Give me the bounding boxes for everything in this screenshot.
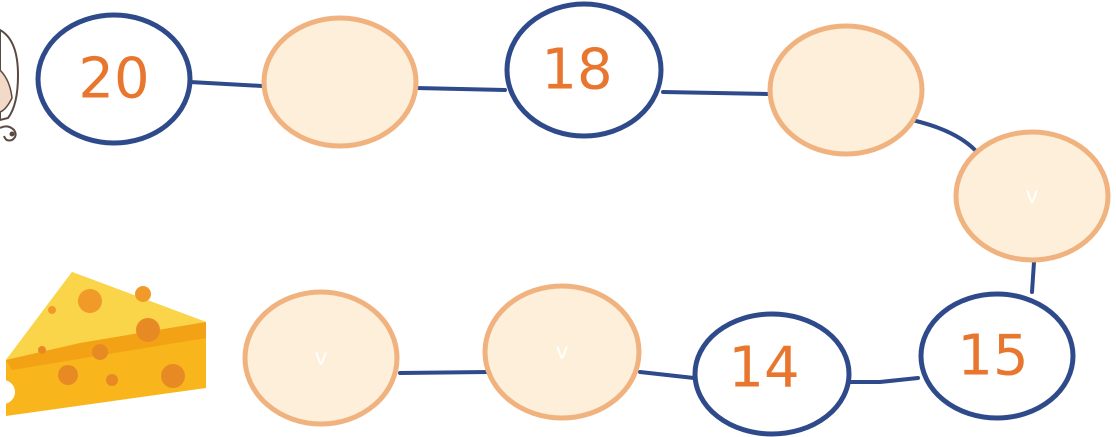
answer-circle-blank[interactable]: v [482, 283, 642, 421]
blank-label: v [1025, 184, 1038, 209]
answer-circle-blank[interactable]: v [953, 129, 1111, 263]
answer-circle-blank[interactable] [261, 15, 419, 149]
answer-circle-blank[interactable] [767, 23, 925, 157]
answer-circle-blank[interactable]: v [242, 289, 400, 427]
blank-label: v [314, 346, 327, 371]
mouse-icon [0, 28, 20, 142]
number-label: 18 [541, 38, 612, 103]
number-label: 14 [728, 336, 799, 401]
sequence-circle-given: 14 [692, 311, 852, 437]
sequence-circle-given: 18 [504, 1, 664, 139]
sequence-circle-given: 20 [35, 12, 193, 146]
blank-label: v [555, 340, 568, 365]
path-line [188, 80, 1036, 384]
number-label: 15 [957, 324, 1028, 389]
sequence-circle-given: 15 [918, 291, 1076, 421]
cheese-icon [0, 272, 206, 416]
number-label: 20 [78, 47, 149, 112]
